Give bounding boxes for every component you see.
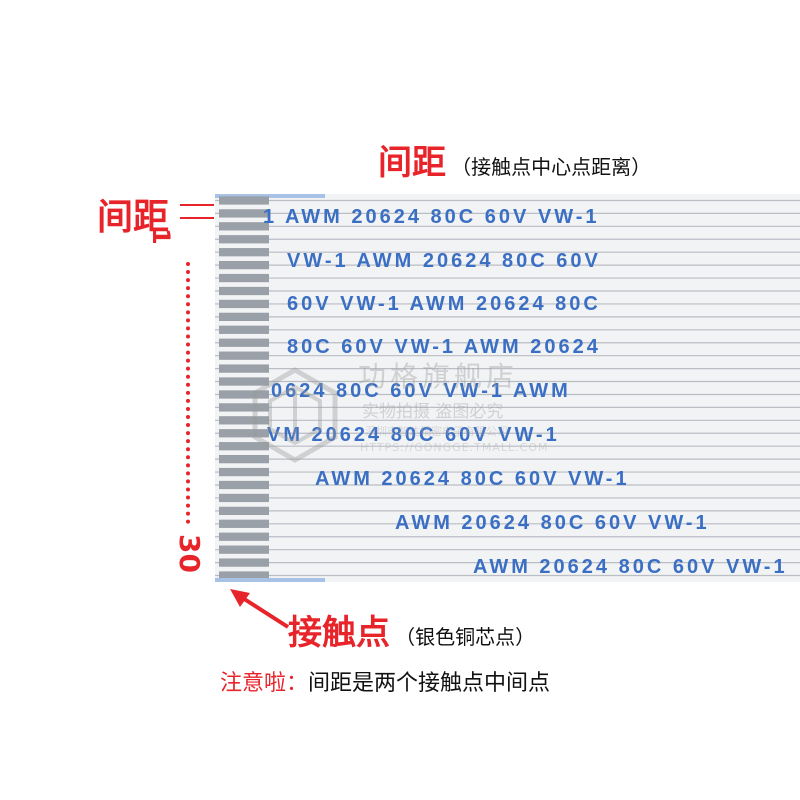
contact-label-sub: （银色铜芯点） — [395, 625, 536, 649]
contact-pad — [219, 286, 269, 296]
contact-pad — [219, 196, 269, 205]
cable-print-line: VW-1 AWM 20624 80C 60V — [287, 250, 601, 272]
contact-pad — [219, 493, 269, 503]
note-text: 间距是两个接触点中间点 — [308, 671, 551, 696]
contact-pad — [219, 467, 269, 477]
contact-pad — [219, 429, 269, 438]
watermark-company: 深圳市智达精密电子有限公司 — [365, 425, 508, 438]
contact-pad — [219, 312, 269, 322]
contact-pad — [219, 260, 269, 270]
contact-pad — [219, 299, 269, 309]
contact-pad — [219, 416, 269, 425]
contact-pad — [219, 519, 269, 528]
cable-print-line: 1 AWM 20624 80C 60V VW-1 — [263, 206, 600, 228]
contact-pad — [219, 377, 269, 386]
contact-pad — [219, 571, 269, 580]
note: 注意啦：间距是两个接触点中间点 — [220, 665, 550, 697]
cable-print-line: 80C 60V VW-1 AWM 20624 — [287, 336, 601, 358]
cable-print-line: AWM 20624 80C 60V VW-1 — [395, 512, 710, 534]
pitch-title: 间距 （接触点中心点距离） — [378, 135, 651, 184]
watermark-subtitle: 实物拍摄 盗图必究 — [362, 402, 504, 422]
contact-pad — [219, 506, 269, 516]
watermark-title: 功格旗舰店 — [358, 360, 519, 393]
cable-print-line: 0624 80C 60V VW-1 AWM — [271, 380, 571, 402]
cable-conductors — [215, 194, 800, 582]
cable-print-line: VM 20624 80C 60V VW-1 — [267, 424, 560, 446]
contact-pad — [219, 390, 269, 399]
contact-pad — [219, 209, 269, 218]
contact-pad — [219, 558, 269, 567]
contact-pad — [219, 532, 269, 541]
stiffener-edge — [215, 578, 325, 582]
pitch-title-sub: （接触点中心点距离） — [451, 155, 652, 179]
contact-pad — [219, 273, 269, 283]
contact-pad — [219, 364, 269, 373]
pitch-equal-marker — [180, 204, 214, 219]
pin-end-number: 30 — [173, 534, 206, 573]
contact-pad — [219, 442, 269, 451]
contact-pad — [219, 454, 269, 464]
contact-pad — [219, 222, 269, 231]
ffc-cable: 1 AWM 20624 80C 60V VW-1 VW-1 AWM 20624 … — [215, 194, 800, 582]
pin-dotted-line — [186, 262, 190, 524]
contact-pad — [219, 351, 269, 360]
stiffener-edge — [215, 194, 325, 198]
left-pitch-label: 间距 — [97, 197, 170, 238]
contact-pad — [219, 325, 269, 334]
watermark-logo-icon — [252, 367, 338, 463]
cable-print-line: AWM 20624 80C 60V VW-1 — [473, 556, 788, 578]
contact-pad — [219, 338, 269, 347]
contact-pad — [219, 480, 269, 490]
contact-arrow-icon — [230, 589, 290, 629]
contact-label: 接触点 （银色铜芯点） — [288, 605, 535, 654]
cable-print-line: AWM 20624 80C 60V VW-1 — [315, 468, 630, 490]
pin-start-number: 1 — [147, 228, 175, 245]
contact-pad — [219, 248, 269, 257]
watermark: 功格旗舰店 实物拍摄 盗图必究 深圳市智达精密电子有限公司 HTTPS://GO… — [250, 355, 580, 475]
contact-pad — [219, 403, 269, 412]
watermark-url: HTTPS://GONGGE.TMALL.COM — [360, 441, 549, 454]
contact-pad — [219, 235, 269, 244]
cable-print-line: 60V VW-1 AWM 20624 80C — [287, 293, 601, 315]
pitch-title-main: 间距 — [378, 143, 446, 183]
contact-pad — [219, 545, 269, 554]
note-warning: 注意啦： — [220, 671, 309, 696]
contact-label-main: 接触点 — [288, 613, 390, 653]
